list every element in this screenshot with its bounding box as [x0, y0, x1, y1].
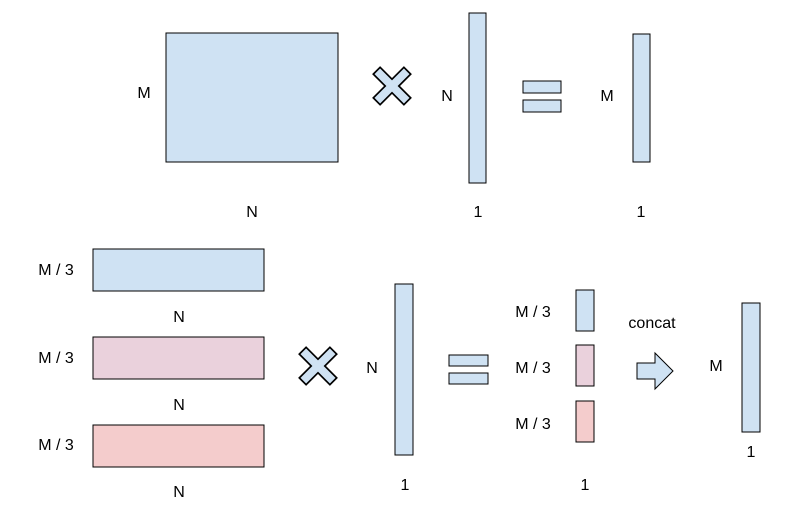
label-one: 1: [473, 204, 483, 221]
equals-icon: [522, 80, 562, 113]
label-n: N: [246, 204, 258, 221]
label-n: N: [173, 397, 185, 414]
label-one: 1: [636, 204, 646, 221]
partial-result-1: [575, 289, 595, 332]
matrix-m-by-n: [165, 32, 339, 163]
label-one: 1: [580, 477, 590, 494]
label-concat: concat: [628, 315, 676, 332]
equals-icon: [448, 354, 489, 385]
label-one: 1: [746, 444, 756, 461]
matrix-part-2: [92, 336, 265, 380]
label-m-third: M / 3: [515, 304, 551, 321]
matrix-part-3: [92, 424, 265, 468]
multiply-icon: [372, 66, 412, 106]
label-n: N: [173, 309, 185, 326]
label-n: N: [441, 88, 453, 105]
result-vector-m-by-1: [632, 33, 651, 163]
label-m-third: M / 3: [38, 437, 74, 454]
label-one: 1: [400, 477, 410, 494]
concat-result-vector: [741, 302, 761, 433]
label-m: M: [709, 358, 723, 375]
label-m-third: M / 3: [38, 350, 74, 367]
label-m-third: M / 3: [38, 262, 74, 279]
multiply-icon: [298, 346, 338, 386]
label-m: M: [600, 88, 614, 105]
arrow-right-icon: [636, 351, 674, 391]
label-n: N: [173, 484, 185, 501]
label-m: M: [137, 85, 151, 102]
matrix-part-1: [92, 248, 265, 292]
label-m-third: M / 3: [515, 416, 551, 433]
vector-n-by-1: [468, 12, 487, 184]
partial-result-2: [575, 344, 595, 387]
vector-n-by-1: [394, 283, 414, 456]
label-m-third: M / 3: [515, 360, 551, 377]
label-n: N: [366, 360, 378, 377]
partial-result-3: [575, 400, 595, 443]
